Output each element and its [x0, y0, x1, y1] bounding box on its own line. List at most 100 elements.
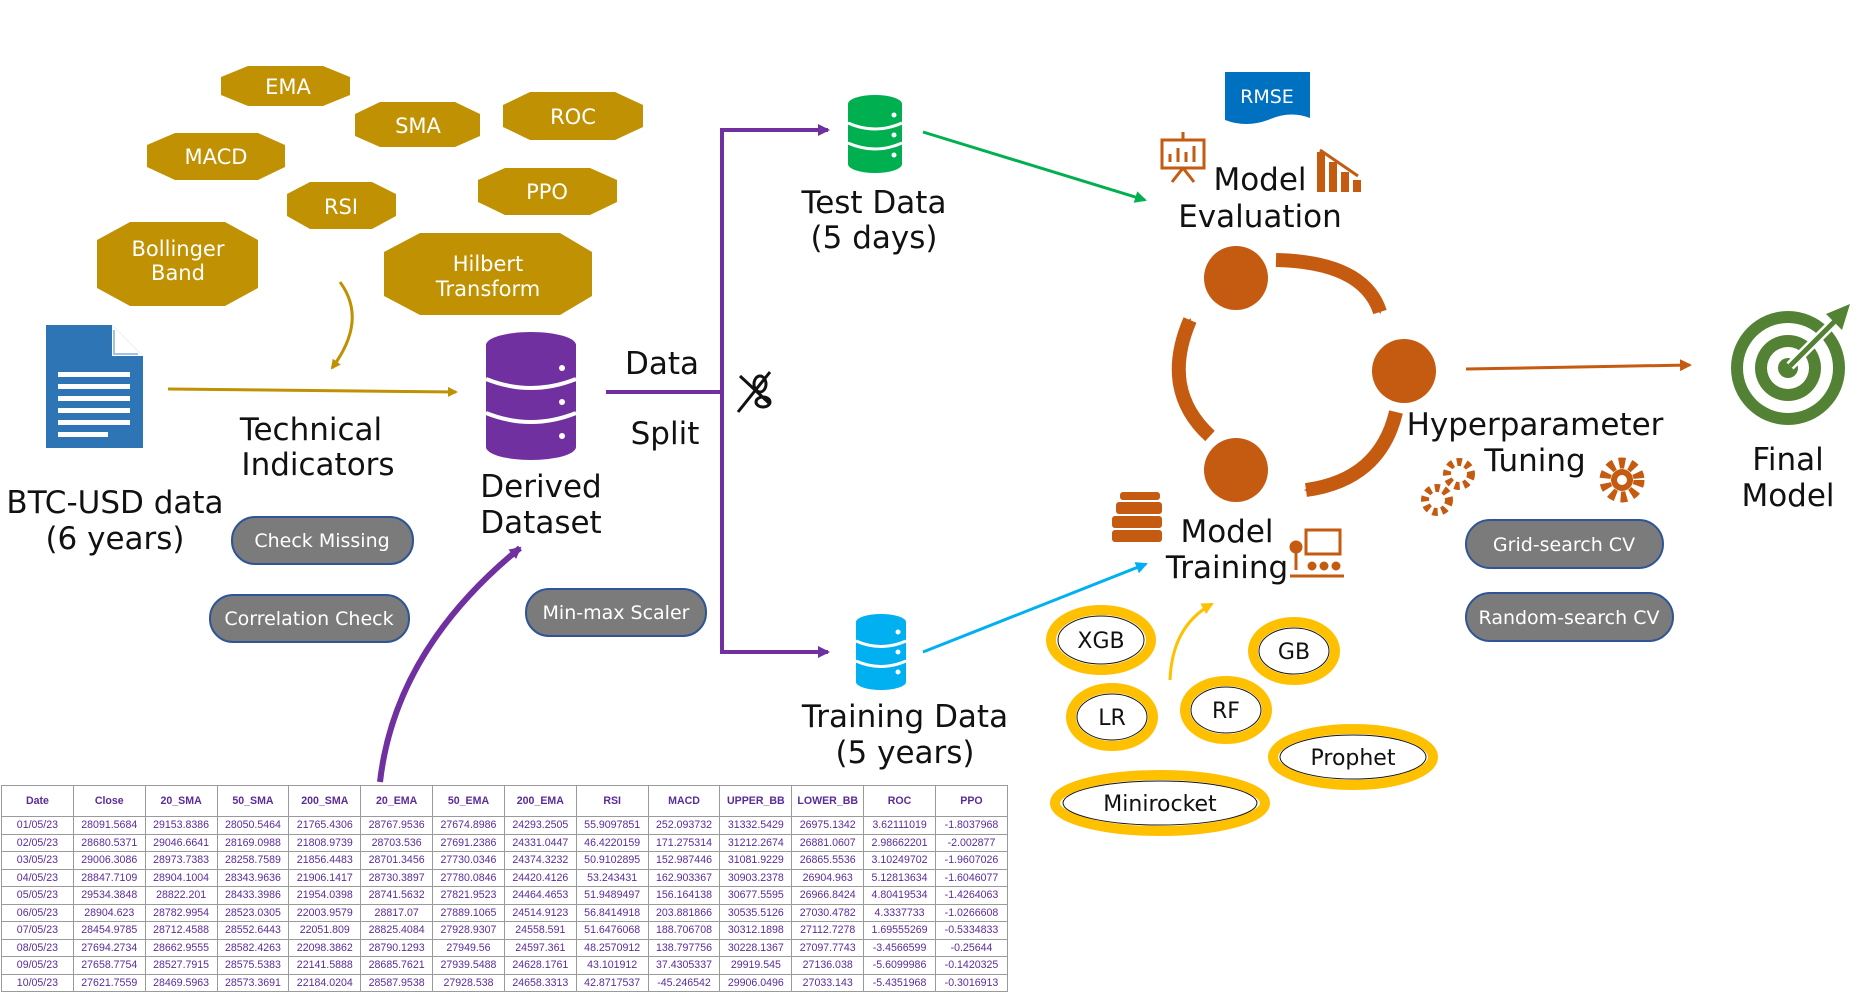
table-cell: 31212.2674 [719, 833, 793, 852]
table-cell: 26904.963 [791, 868, 865, 887]
table-cell: -0.3016913 [934, 973, 1009, 992]
table-cell: 26865.5536 [791, 851, 865, 870]
test-data-label-2: (5 days) [811, 220, 938, 256]
model-lr: LR [1066, 683, 1158, 751]
data-split-lines [606, 124, 830, 658]
table-cell: 138.797756 [647, 938, 721, 957]
table-cell: 28662.9555 [144, 938, 218, 957]
table-header-cell: LOWER_BB [791, 785, 865, 817]
svg-text:Random-search CV: Random-search CV [1479, 607, 1660, 629]
table-header-cell: Close [72, 785, 146, 817]
table-cell: 29906.0496 [719, 973, 793, 992]
model-minirocket: Minirocket [1050, 770, 1270, 836]
svg-text:RSI: RSI [324, 195, 358, 219]
table-header-cell: RSI [575, 785, 649, 817]
table-cell: 28258.7589 [216, 851, 290, 870]
svg-text:SMA: SMA [395, 114, 441, 138]
table-cell: 22184.0204 [288, 973, 362, 992]
table-cell: 27674.8986 [432, 816, 505, 835]
table-cell: 188.706708 [647, 921, 721, 940]
table-cell: 46.4220159 [575, 833, 649, 852]
table-cell: 28782.9954 [144, 903, 218, 922]
data-split-label: Data [625, 346, 699, 382]
random-search-pill: Random-search CV [1465, 592, 1674, 642]
bar-chart-icon [1317, 148, 1361, 192]
gear-icon [1599, 457, 1645, 503]
document-icon [46, 325, 143, 448]
table-cell: 27928.538 [432, 973, 505, 992]
table-header-cell: PPO [934, 785, 1009, 817]
table-cell: 28552.6443 [216, 921, 290, 940]
svg-text:LR: LR [1098, 706, 1126, 731]
table-cell: -0.1420325 [934, 956, 1009, 975]
table-cell: 09/05/23 [1, 956, 74, 975]
table-cell: -3.4566599 [863, 938, 936, 957]
table-cell: 27621.7559 [72, 973, 146, 992]
books-icon [1112, 492, 1162, 542]
table-cell: 2.98662201 [863, 833, 936, 852]
table-cell: 56.8414918 [575, 903, 649, 922]
table-cell: -0.5334833 [934, 921, 1009, 940]
table-cell: 28169.0988 [216, 833, 290, 852]
svg-text:PPO: PPO [526, 180, 568, 204]
final-model-label: Final [1752, 442, 1823, 478]
table-cell: 28527.7915 [144, 956, 218, 975]
table-cell: 28523.0305 [216, 903, 290, 922]
svg-text:MACD: MACD [185, 145, 248, 169]
svg-text:RMSE: RMSE [1240, 86, 1294, 108]
indicator-macd: MACD [147, 133, 285, 180]
svg-text:Bollinger: Bollinger [132, 237, 225, 261]
derived-dataset-label-2: Dataset [480, 505, 601, 541]
btc-to-dataset-arrow [167, 386, 458, 397]
table-cell: 28712.4588 [144, 921, 218, 940]
table-cell: 50.9102895 [575, 851, 649, 870]
table-cell: 01/05/23 [1, 816, 74, 835]
teacher-icon [1289, 528, 1344, 578]
test-data-icon [847, 95, 903, 173]
table-cell: 28587.9538 [360, 973, 434, 992]
table-cell: 30535.5126 [719, 903, 793, 922]
table-header-cell: 50_EMA [432, 785, 505, 817]
train-to-training-arrow [922, 562, 1148, 654]
table-cell: 02/05/23 [1, 833, 74, 852]
table-cell: 27694.2734 [72, 938, 146, 957]
database-icon [485, 332, 577, 460]
table-cell: 24374.3232 [503, 851, 577, 870]
table-cell: 10/05/23 [1, 973, 74, 992]
btc-label: BTC-USD data [6, 485, 223, 521]
table-cell: 30228.1367 [719, 938, 793, 957]
table-cell: 28680.5371 [72, 833, 146, 852]
model-gb: GB [1248, 617, 1340, 685]
model-evaluation-label: Model [1213, 162, 1306, 198]
svg-text:Prophet: Prophet [1311, 746, 1396, 771]
table-cell: 27097.7743 [791, 938, 865, 957]
indicator-ppo: PPO [478, 168, 617, 215]
test-to-eval-arrow [922, 130, 1147, 203]
table-cell: 3.62111019 [863, 816, 936, 835]
table-cell: 171.275314 [647, 833, 721, 852]
indicator-rsi: RSI [287, 182, 396, 229]
table-header-cell: MACD [647, 785, 721, 817]
table-cell: 24331.0447 [503, 833, 577, 852]
table-cell: 21765.4306 [288, 816, 362, 835]
table-cell: 28767.9536 [360, 816, 434, 835]
table-cell: 03/05/23 [1, 851, 74, 870]
target-icon [1731, 304, 1850, 425]
grid-search-pill: Grid-search CV [1465, 519, 1664, 569]
data-split-label-2: Split [631, 416, 700, 452]
table-header-cell: 20_SMA [144, 785, 218, 817]
svg-text:Minirocket: Minirocket [1103, 792, 1217, 817]
table-cell: -1.9607026 [934, 851, 1009, 870]
table-cell: 21906.1417 [288, 868, 362, 887]
table-cell: 26975.1342 [791, 816, 865, 835]
model-evaluation-label-2: Evaluation [1178, 199, 1342, 235]
table-header-cell: 200_SMA [288, 785, 362, 817]
table-cell: 22051.809 [288, 921, 362, 940]
table-cell: 28741.5632 [360, 886, 434, 905]
table-cell: 28904.1004 [144, 868, 218, 887]
